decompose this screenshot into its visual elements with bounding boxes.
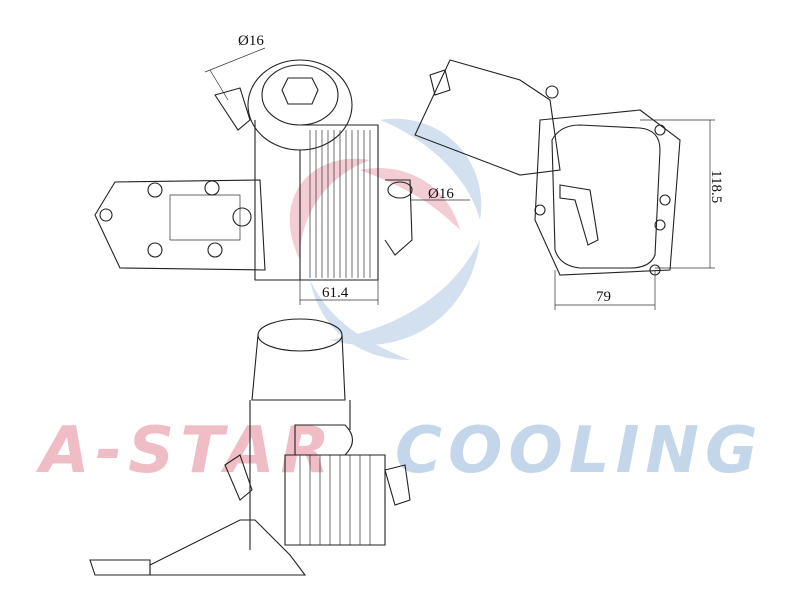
dim-gasket-width: 79	[596, 289, 611, 305]
bottom-view	[89, 318, 411, 576]
watermark-logo	[289, 118, 482, 360]
dim-gasket-height: 118.5	[708, 170, 724, 203]
watermark-brand-left: A-STAR	[35, 414, 336, 488]
front-view: Ø16 Ø16 61.4	[94, 33, 470, 305]
dim-cooler-width: 61.4	[322, 285, 349, 301]
dim-hose-diameter-side: Ø16	[428, 186, 454, 202]
side-view: 118.5 79	[414, 59, 724, 310]
watermark-brand-right: COOLING	[395, 414, 763, 488]
cooler-fins	[309, 130, 371, 278]
dim-hose-diameter-top: Ø16	[238, 33, 264, 49]
